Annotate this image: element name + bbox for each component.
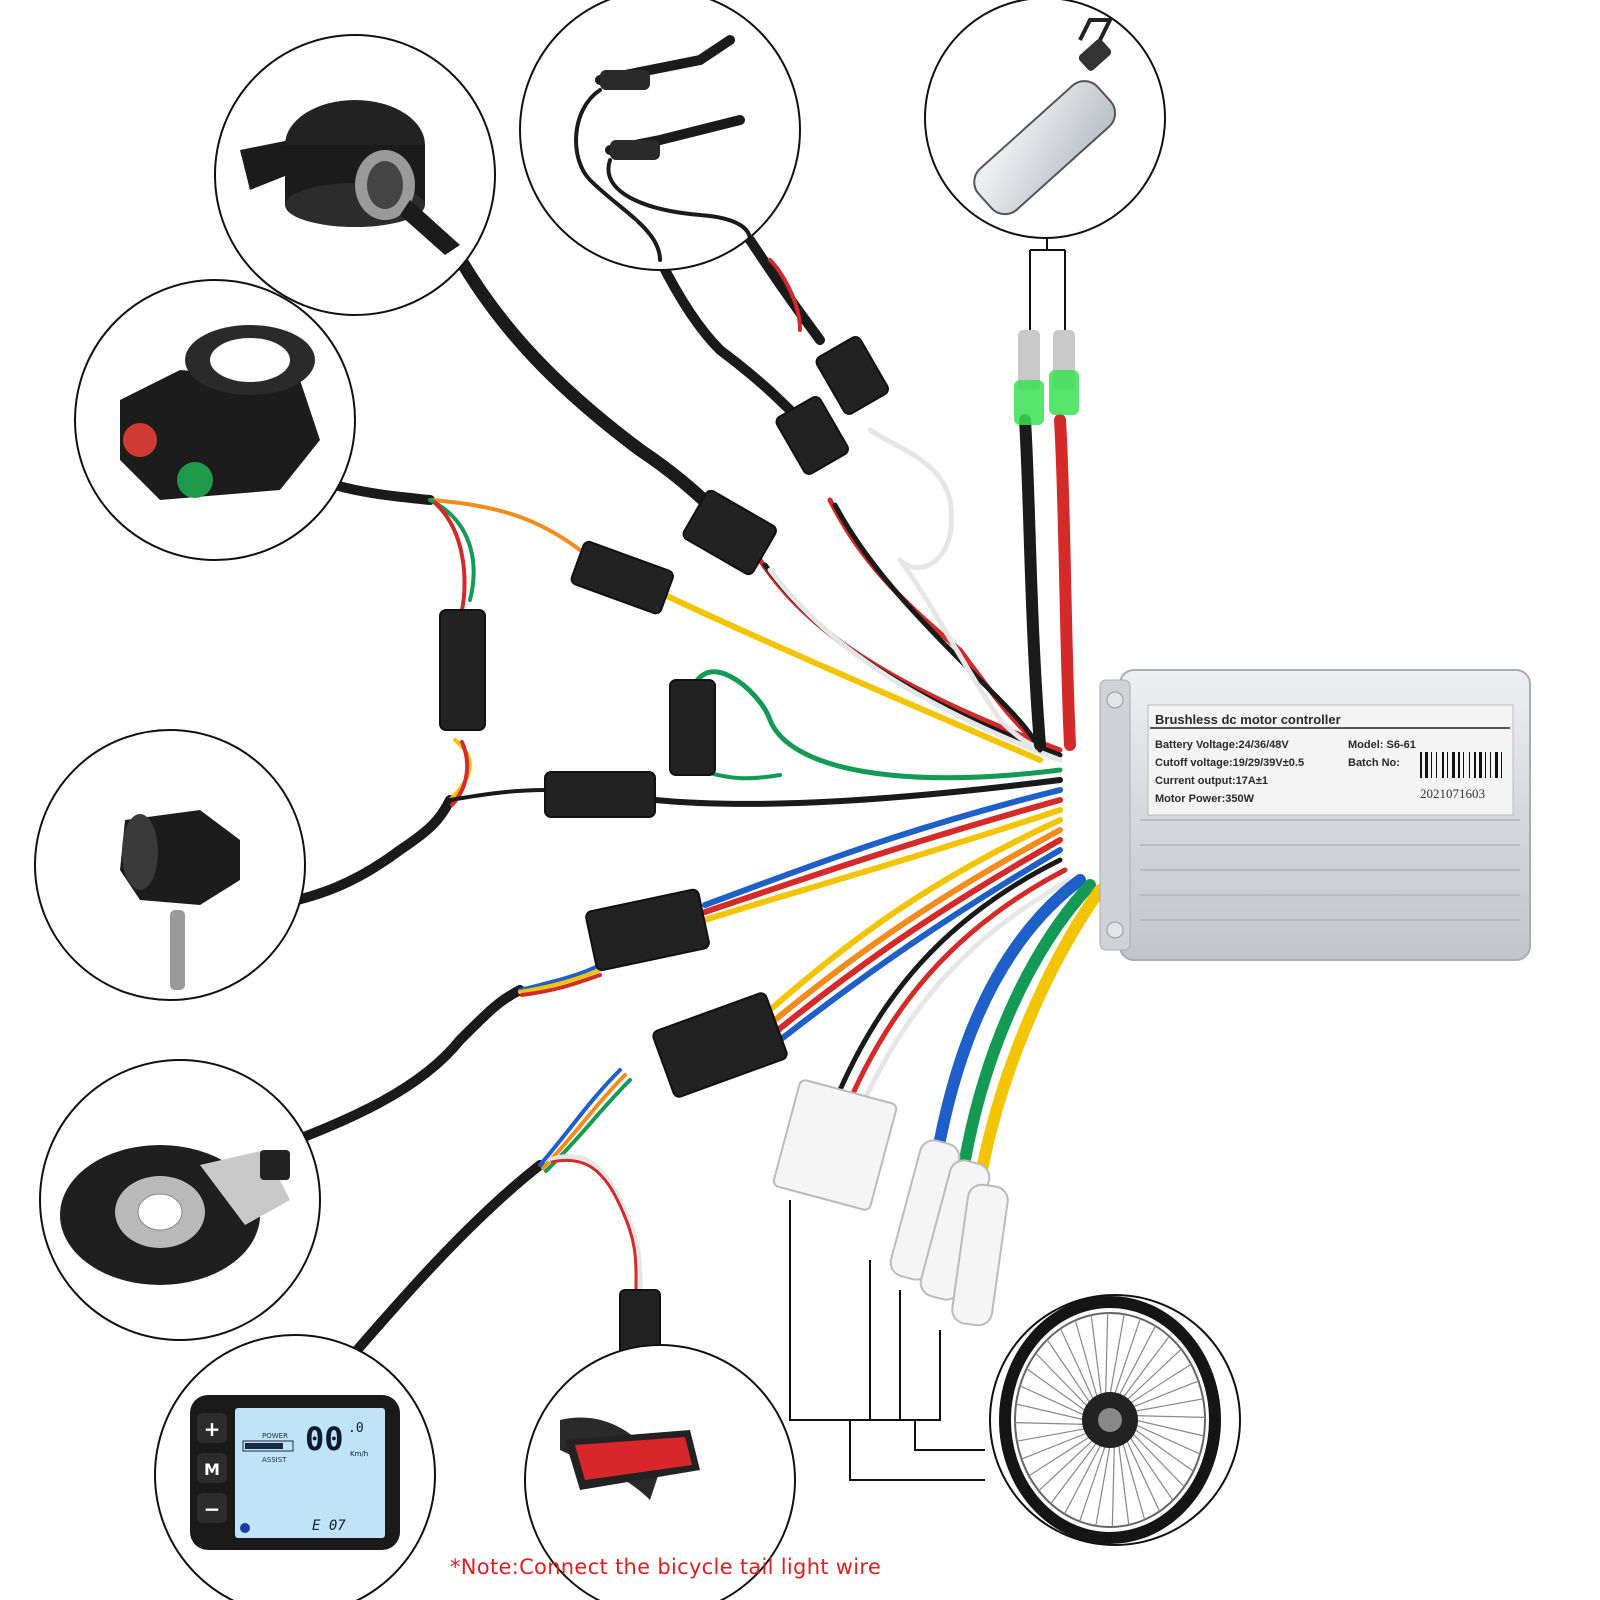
- controller-batch-number: 2021071603: [1420, 786, 1485, 801]
- controller-model: Model: S6-61: [1348, 739, 1416, 751]
- battery-lead-red: [1054, 414, 1076, 751]
- barcode: [1420, 752, 1502, 778]
- connector-display: [652, 992, 788, 1098]
- wire-harness: [240, 235, 1106, 1375]
- motor-controller: Brushless dc motor controller Battery Vo…: [1099, 669, 1531, 961]
- display-power-label: POWER: [262, 1432, 288, 1440]
- battery-terminals: [1014, 238, 1079, 425]
- controller-title: Brushless dc motor controller: [1155, 712, 1341, 727]
- connector-brake-1: [775, 395, 849, 475]
- phase-wire-yellow: [974, 884, 1106, 1186]
- hall-plug: [772, 1079, 898, 1211]
- controller-battery-voltage: Battery Voltage:24/36/48V: [1155, 739, 1289, 751]
- phase-wire-blue: [934, 874, 1086, 1146]
- display-assist-label: ASSIST: [262, 1456, 287, 1464]
- brake-cable-2: [745, 235, 825, 345]
- controller-batch-label: Batch No:: [1348, 757, 1400, 769]
- battery-terminal-black: [1018, 330, 1040, 390]
- motor-connection-lines: [789, 1200, 985, 1481]
- display-cable: [335, 1160, 545, 1375]
- tail-light-note: *Note:Connect the bicycle tail light wir…: [450, 1555, 882, 1579]
- throttle-icon: [240, 100, 460, 255]
- connector-headlight-upper: [439, 609, 486, 731]
- display-icon: + M − POWER ASSIST 00 .0 Km/h E 07: [190, 1395, 400, 1550]
- hall-wire-red: [847, 867, 1068, 1103]
- hall-wire-white: [857, 877, 1073, 1113]
- battery-lead-black: [1019, 414, 1046, 751]
- connector-throttle: [682, 489, 777, 576]
- display-minus-button: −: [204, 1497, 221, 1521]
- display-error-code: E 07: [312, 1518, 346, 1534]
- connectors: [439, 335, 889, 1361]
- green-button-icon: [177, 462, 213, 498]
- brake-cable-1: [655, 255, 805, 425]
- controller-cutoff-voltage: Cutoff voltage:19/29/39V±0.5: [1155, 757, 1304, 769]
- display-mode-button: M: [204, 1460, 220, 1479]
- motor-plugs: [772, 1079, 1009, 1327]
- connector-green-loop: [669, 679, 716, 776]
- controller-current-output: Current output:17A±1: [1155, 775, 1268, 787]
- display-unit: Km/h: [350, 1450, 368, 1458]
- display-speed: 00: [305, 1420, 344, 1458]
- green-loop-wire: [687, 669, 1063, 781]
- phase-plug-yellow: [951, 1183, 1009, 1327]
- hall-wire-black: [837, 857, 1063, 1093]
- red-button-icon: [123, 423, 157, 457]
- hub-motor-icon: [999, 1296, 1221, 1544]
- pedal-sensor-icon: [60, 1145, 290, 1285]
- battery-icon: [973, 18, 1117, 216]
- connector-headlight-lower: [544, 771, 656, 818]
- connector-pedal-sensor: [585, 888, 710, 972]
- wheel-spokes: [1015, 1313, 1205, 1527]
- display-plus-button: +: [204, 1417, 221, 1441]
- display-speed-decimal: .0: [348, 1421, 364, 1436]
- headlight-icon: [120, 810, 240, 990]
- tail-light-wire: [547, 1153, 643, 1293]
- brake-levers-icon: [574, 35, 752, 262]
- tail-light-icon: [560, 1417, 700, 1500]
- connector-light-switch: [570, 540, 674, 615]
- light-switch-icon: [120, 325, 320, 500]
- pedal-sensor-cable: [265, 985, 525, 1155]
- throttle-cable: [448, 243, 747, 537]
- connector-brake-2: [815, 335, 889, 415]
- phase-wire-green: [959, 879, 1096, 1166]
- controller-motor-power: Motor Power:350W: [1155, 793, 1255, 805]
